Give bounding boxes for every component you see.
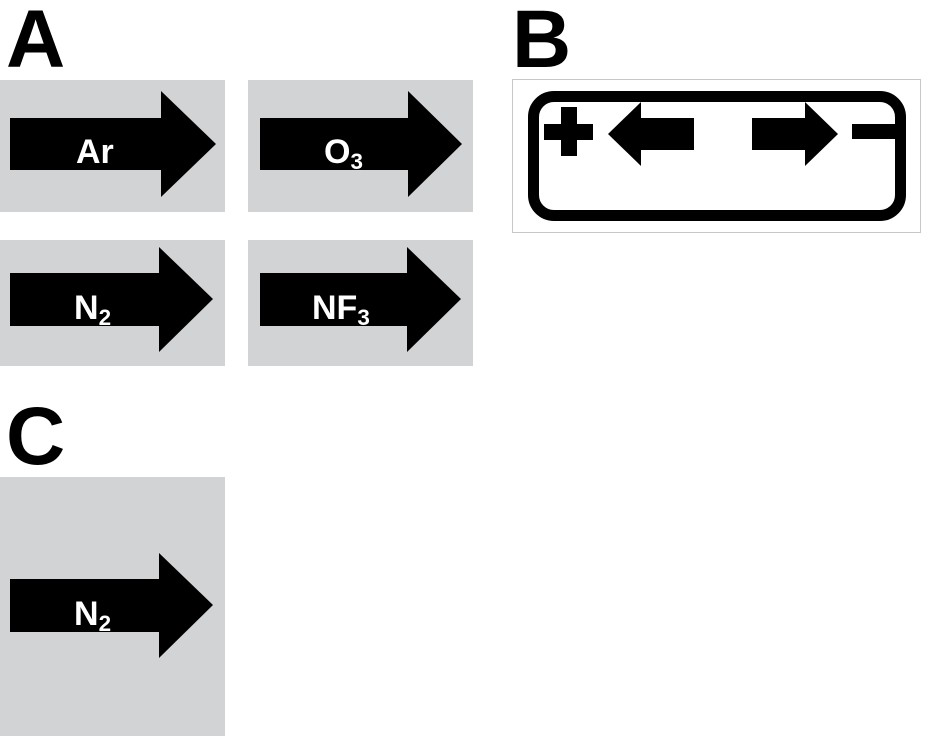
- gas-cell-ar: Ar: [0, 80, 225, 212]
- panel-letter-b: B: [512, 0, 572, 85]
- plus-icon-vertical-bar: [561, 107, 577, 156]
- right-arrow-icon-n2: [10, 247, 213, 352]
- minus-icon: [852, 124, 899, 139]
- bias-polarity-box: [512, 79, 921, 233]
- gas-cell-nf3: NF3: [248, 240, 473, 366]
- plus-icon: [544, 107, 593, 156]
- gas-cell-c-n2: N2: [0, 477, 225, 736]
- panel-letter-a: A: [6, 0, 66, 85]
- left-arrow-icon: [608, 102, 694, 166]
- right-arrow-icon-nf3: [260, 247, 461, 352]
- bias-symbol-row: [513, 80, 922, 234]
- right-arrow-icon-o3: [260, 91, 462, 197]
- gas-cell-o3: O3: [248, 80, 473, 212]
- right-arrow-icon-c-n2: [10, 553, 213, 658]
- gas-cell-n2: N2: [0, 240, 225, 366]
- bias-rounded-frame: [528, 91, 906, 221]
- right-arrow-icon-ar: [10, 91, 216, 197]
- right-arrow-icon: [752, 102, 838, 166]
- panel-letter-c: C: [6, 391, 66, 482]
